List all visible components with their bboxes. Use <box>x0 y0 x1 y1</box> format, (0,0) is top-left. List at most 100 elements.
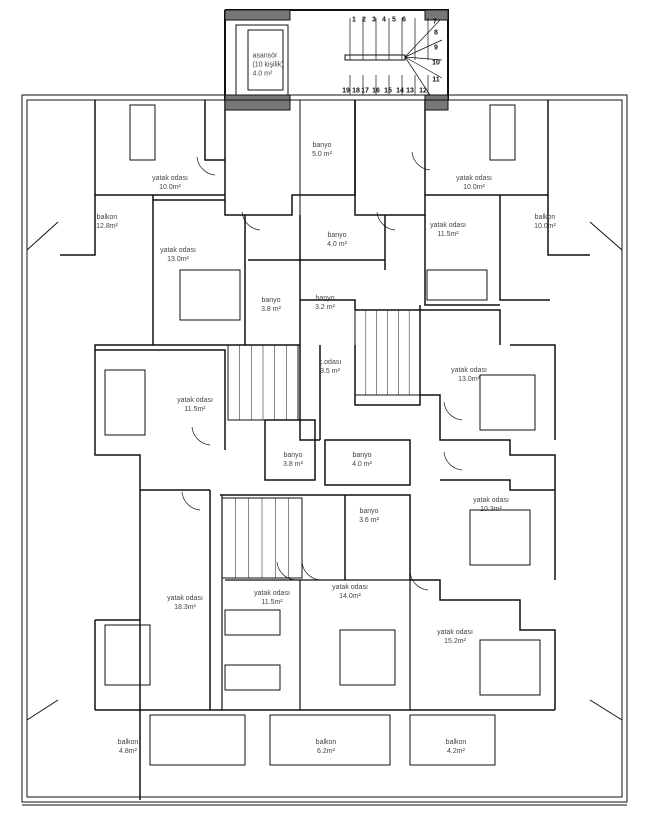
wall <box>354 100 549 216</box>
room-label: banyo 3.8 m² <box>261 296 281 314</box>
room-label: asansör(10 kişilik)4.0 m² <box>252 52 283 79</box>
door-swing <box>411 151 431 171</box>
wall <box>440 344 556 491</box>
room-area: 13.0m² <box>167 256 189 263</box>
room-area: 3.5 m² <box>320 368 340 375</box>
room-label: banyo 3.2 m² <box>315 294 335 312</box>
stair-number: 3 <box>372 16 376 24</box>
room-area: 10.0m² <box>463 184 485 191</box>
room-name: ç.odası <box>318 359 342 366</box>
room-label: yatak odası 15.2m² <box>437 628 473 646</box>
wall <box>224 100 356 216</box>
room-area: 11.5m² <box>261 599 283 606</box>
room-name: asansör <box>252 52 278 60</box>
room-area: 4.2m² <box>447 748 465 755</box>
room-area: 12.8m² <box>96 223 118 230</box>
room-name: banyo <box>315 295 335 302</box>
room-area: 3.8 m² <box>261 306 281 313</box>
hatched-column <box>224 9 291 21</box>
room-area: 11.5m² <box>184 406 206 413</box>
outer-boundary <box>26 99 623 798</box>
stair-number: 7 <box>433 18 437 26</box>
room-name: banyo <box>261 297 281 304</box>
stair-number: 17 <box>361 87 369 95</box>
room-name: yatak odası <box>254 590 290 597</box>
hatched-column <box>224 99 291 111</box>
room-area: 13.0m² <box>458 376 480 383</box>
bed <box>179 269 241 321</box>
stair-number: 15 <box>384 87 392 95</box>
room-area: 18.3m² <box>174 604 196 611</box>
room-label: banyo 3.6 m² <box>359 507 379 525</box>
door-swing <box>443 451 463 471</box>
wall <box>324 439 411 486</box>
stair-number: 10 <box>432 59 440 67</box>
room-name: banyo <box>352 452 372 459</box>
bed <box>479 374 536 431</box>
room-name: balkon <box>534 214 556 221</box>
room-label: banyo 4.0 m² <box>352 451 372 469</box>
door-swing <box>443 401 463 421</box>
wall <box>153 199 301 346</box>
stair-number: 5 <box>392 16 396 24</box>
wall <box>499 195 590 301</box>
hatched-column <box>424 9 449 21</box>
bed <box>489 104 516 161</box>
stair-number: 6 <box>402 16 406 24</box>
room-area: 10.3m² <box>480 506 502 513</box>
room-area: 14.0m² <box>339 593 361 600</box>
elevator-cab <box>247 29 284 91</box>
stair-number: 16 <box>372 87 380 95</box>
door-swing <box>191 426 211 446</box>
room-label: balkon 12.8m² <box>96 213 118 231</box>
wall <box>94 345 321 800</box>
room-label: yatak odası 11.5m² <box>254 589 290 607</box>
room-name: banyo <box>327 232 347 239</box>
room-name: balkon <box>315 739 337 746</box>
stair-number: 11 <box>432 76 440 84</box>
room-name: yatak odası <box>437 629 473 636</box>
room-area: 3.2 m² <box>315 304 335 311</box>
wall <box>354 305 556 580</box>
door-swing <box>276 561 296 581</box>
stair-number: 13 <box>406 87 414 95</box>
room-name: yatak odası <box>167 595 203 602</box>
room-name: balkon <box>445 739 467 746</box>
room-area: 10.0m² <box>534 223 556 230</box>
room-name: balkon <box>96 214 118 221</box>
wall <box>344 495 556 710</box>
room-area: 4.0 m² <box>327 241 347 248</box>
room-area: 3.8 m² <box>283 461 303 468</box>
door-swing <box>181 491 201 511</box>
room-area: 15.2m² <box>444 638 466 645</box>
door-swing <box>409 571 429 591</box>
hatched-column <box>424 99 449 111</box>
room-name: banyo <box>359 508 379 515</box>
elevator-shaft <box>235 24 289 96</box>
room-label: banyo 4.0 m² <box>327 231 347 249</box>
wall <box>221 495 411 710</box>
room-area: 4.0 m² <box>252 70 273 78</box>
room-area: 3.6 m² <box>359 517 379 524</box>
room-name: yatak odası <box>430 222 466 229</box>
stair-number: 14 <box>396 87 404 95</box>
door-swing <box>196 156 216 176</box>
stair-rail <box>344 54 406 61</box>
room-area: 4.0 m² <box>352 461 372 468</box>
bed <box>479 639 541 696</box>
room-label: yatak odası 10.0m² <box>456 174 492 192</box>
bed <box>224 664 281 691</box>
room-name: yatak odası <box>456 175 492 182</box>
balcony-rail <box>269 714 391 766</box>
bed <box>426 269 488 301</box>
room-label: ç.odası 3.5 m² <box>319 358 342 376</box>
wall <box>300 215 386 310</box>
room-area: 6.2m² <box>317 748 335 755</box>
